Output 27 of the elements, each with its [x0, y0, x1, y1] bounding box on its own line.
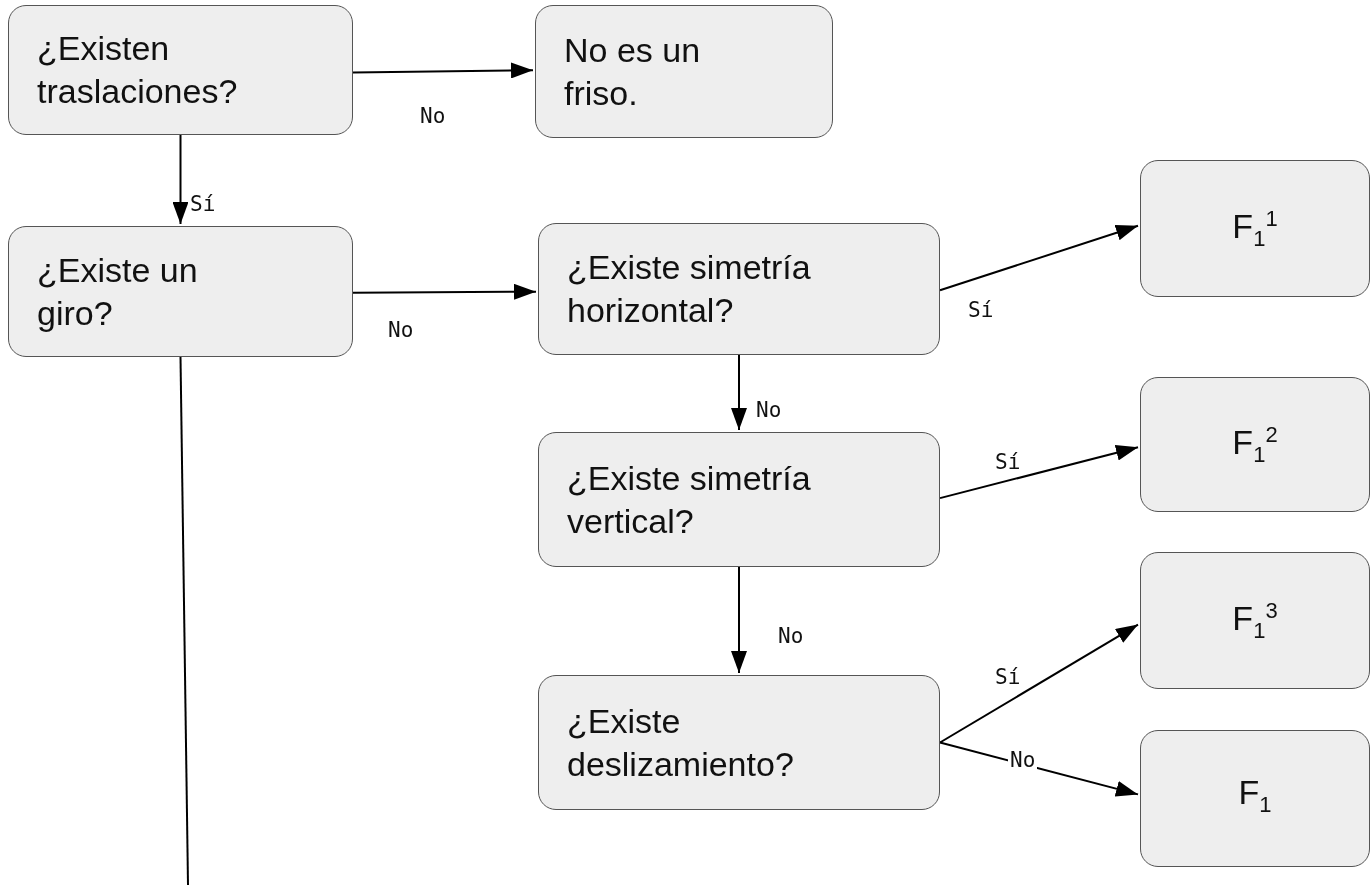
- connector-line: [179, 356, 189, 886]
- process-box: [538, 223, 940, 355]
- node-text: ¿Existe deslizamiento?: [567, 700, 795, 785]
- node-text: No es un friso.: [564, 29, 702, 114]
- edge-label: No: [1008, 748, 1038, 772]
- process-box: [8, 5, 353, 135]
- process-box: [538, 432, 940, 567]
- process-box: [1140, 730, 1370, 867]
- arrow: [731, 566, 747, 674]
- arrow: [939, 623, 1139, 744]
- arrow: [352, 283, 537, 300]
- process-box: [1140, 160, 1370, 297]
- node-text: ¿Existe simetría horizontal?: [567, 247, 812, 331]
- process-box: [1140, 552, 1370, 689]
- node-text: ¿Existe un giro?: [37, 249, 199, 334]
- process-box: [8, 226, 353, 357]
- process-box: [1140, 377, 1370, 512]
- node-text: ¿Existen traslaciones?: [37, 28, 239, 112]
- node-text: F$_{1}$: [1238, 772, 1272, 819]
- node-text: ¿Existe simetría vertical?: [567, 457, 812, 542]
- arrow: [352, 62, 534, 79]
- arrow: [731, 354, 747, 431]
- arrow: [939, 444, 1139, 500]
- arrow: [172, 134, 189, 225]
- process-box: [535, 5, 833, 138]
- process-box: [538, 675, 940, 810]
- arrow: [939, 224, 1139, 292]
